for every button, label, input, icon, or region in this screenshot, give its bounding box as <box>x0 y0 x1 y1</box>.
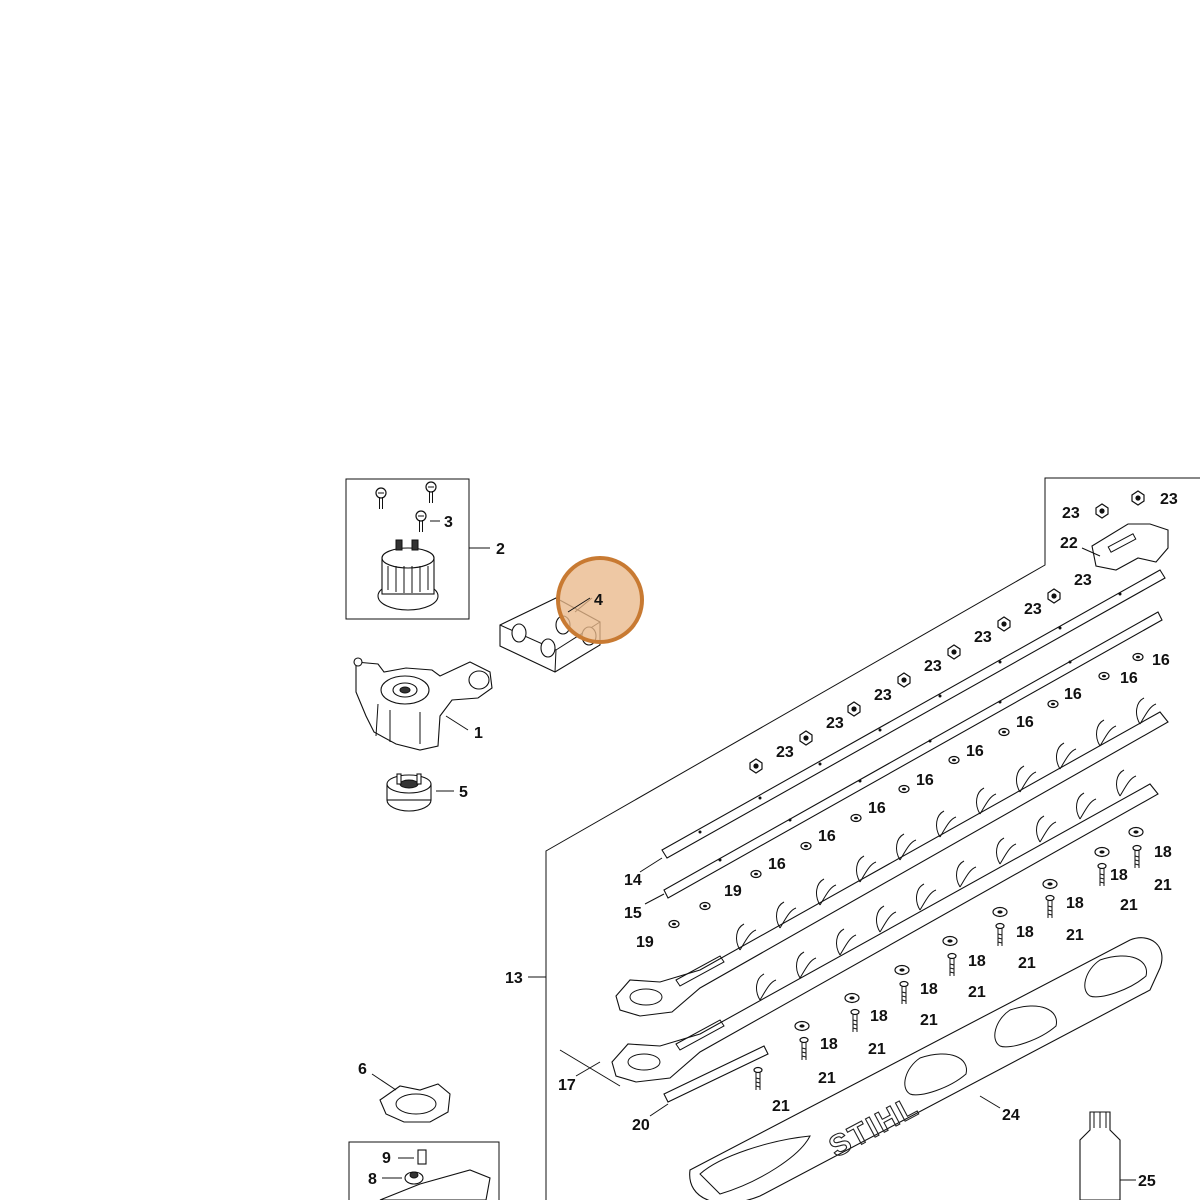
callouts-21: 21 21 21 21 21 21 21 21 21 <box>772 877 1172 1115</box>
callout-16: 16 <box>1120 670 1138 687</box>
callout-4: 4 <box>594 592 603 609</box>
callout-21: 21 <box>818 1070 836 1087</box>
callout-21: 21 <box>772 1098 790 1115</box>
callout-18: 18 <box>820 1036 838 1053</box>
callout-15: 15 <box>624 905 642 922</box>
spacer-strip-15: 15 <box>624 611 1163 922</box>
nut-19-icon <box>668 901 711 929</box>
callout-21: 21 <box>1154 877 1172 894</box>
callout-18: 18 <box>968 953 986 970</box>
highlight-marker-4[interactable]: 4 <box>556 556 644 644</box>
callout-23: 23 <box>776 744 794 761</box>
callout-23: 23 <box>826 715 844 732</box>
callout-9: 9 <box>382 1150 391 1167</box>
callout-22: 22 <box>1060 535 1078 552</box>
callout-23: 23 <box>1160 491 1178 508</box>
callout-18: 18 <box>920 981 938 998</box>
callout-16: 16 <box>868 800 886 817</box>
callout-18: 18 <box>1110 867 1128 884</box>
callouts-23: 23 23 23 23 23 23 23 23 23 <box>776 491 1178 761</box>
callout-18: 18 <box>1016 924 1034 941</box>
callout-18: 18 <box>870 1008 888 1025</box>
cutter-kit-frame: 13 <box>505 477 1200 1200</box>
lower-group: 9 8 <box>348 1141 500 1200</box>
callout-16: 16 <box>818 828 836 845</box>
gear-bar-14: 14 <box>624 569 1166 889</box>
callout-16: 16 <box>966 743 984 760</box>
callout-3: 3 <box>444 514 453 531</box>
motor-icon <box>377 539 439 611</box>
callout-16: 16 <box>768 856 786 873</box>
strip-20: 20 <box>632 1045 769 1134</box>
screw-icon <box>375 481 437 533</box>
callout-20: 20 <box>632 1117 650 1134</box>
callout-19: 19 <box>636 934 654 951</box>
cutter-blade-lower <box>611 769 1159 1083</box>
callout-19: 19 <box>724 883 742 900</box>
gasket-part: 6 <box>358 1061 451 1123</box>
callout-23: 23 <box>1074 572 1092 589</box>
callout-23: 23 <box>1062 505 1080 522</box>
callout-23: 23 <box>924 658 942 675</box>
callout-18: 18 <box>1066 895 1084 912</box>
callout-25: 25 <box>1138 1173 1156 1190</box>
gear-hub-part: 5 <box>386 773 468 812</box>
callout-6: 6 <box>358 1061 367 1078</box>
callout-24: 24 <box>1002 1107 1020 1124</box>
callout-23: 23 <box>974 629 992 646</box>
blade-plate-17: 17 <box>558 1049 621 1094</box>
callout-21: 21 <box>920 1012 938 1029</box>
callout-21: 21 <box>868 1041 886 1058</box>
callouts-18: 18 18 18 18 18 18 18 18 <box>820 844 1172 1053</box>
callout-16: 16 <box>1016 714 1034 731</box>
callout-5: 5 <box>459 784 468 801</box>
callout-16: 16 <box>916 772 934 789</box>
callout-8: 8 <box>368 1171 377 1188</box>
callout-13: 13 <box>505 970 523 987</box>
callout-17: 17 <box>558 1077 576 1094</box>
callouts-16: 16 16 16 16 16 16 16 16 16 <box>768 652 1170 873</box>
callout-16: 16 <box>1064 686 1082 703</box>
blade-tip-part: 22 <box>1060 523 1169 571</box>
grease-tube-part: 25 <box>1079 1111 1156 1200</box>
callout-21: 21 <box>1120 897 1138 914</box>
motor-group: 3 2 <box>345 478 505 620</box>
cutter-blade-upper <box>615 697 1169 1017</box>
callout-1: 1 <box>474 725 483 742</box>
gear-housing-part: 1 <box>353 657 493 751</box>
callout-14: 14 <box>624 872 642 889</box>
callout-2: 2 <box>496 541 505 558</box>
callout-16: 16 <box>1152 652 1170 669</box>
callout-23: 23 <box>1024 601 1042 618</box>
callout-18: 18 <box>1154 844 1172 861</box>
callout-21: 21 <box>1018 955 1036 972</box>
callout-21: 21 <box>1066 927 1084 944</box>
callout-21: 21 <box>968 984 986 1001</box>
callout-23: 23 <box>874 687 892 704</box>
